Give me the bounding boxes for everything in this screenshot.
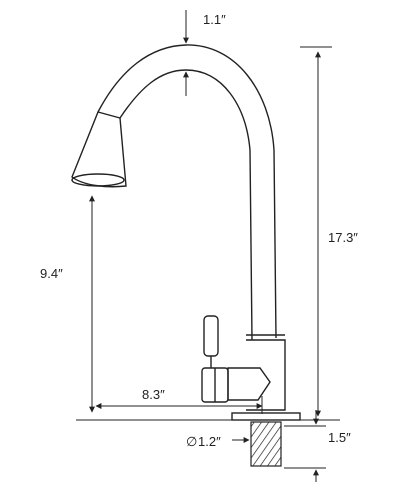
valve-body [227, 367, 271, 401]
diameter-symbol: ∅ [186, 434, 197, 449]
shank-length-label: 1.5″ [328, 430, 351, 445]
spout-height-label: 9.4″ [40, 266, 63, 281]
faucet-outline [71, 44, 301, 421]
lever-handle [203, 315, 219, 357]
reach-label: 8.3″ [142, 387, 165, 402]
gooseneck-inner [119, 69, 253, 341]
overall-height-label: 17.3″ [328, 230, 358, 245]
base-collar [246, 339, 286, 411]
tube-diameter-label: 1.1″ [203, 12, 226, 27]
gooseneck-outer [97, 44, 277, 339]
base-plate [231, 412, 301, 421]
threaded-shank [250, 421, 282, 467]
spray-head-face [71, 173, 125, 187]
dimension-lines [89, 10, 332, 482]
mount-hole-label: 1.2″ [198, 434, 221, 449]
